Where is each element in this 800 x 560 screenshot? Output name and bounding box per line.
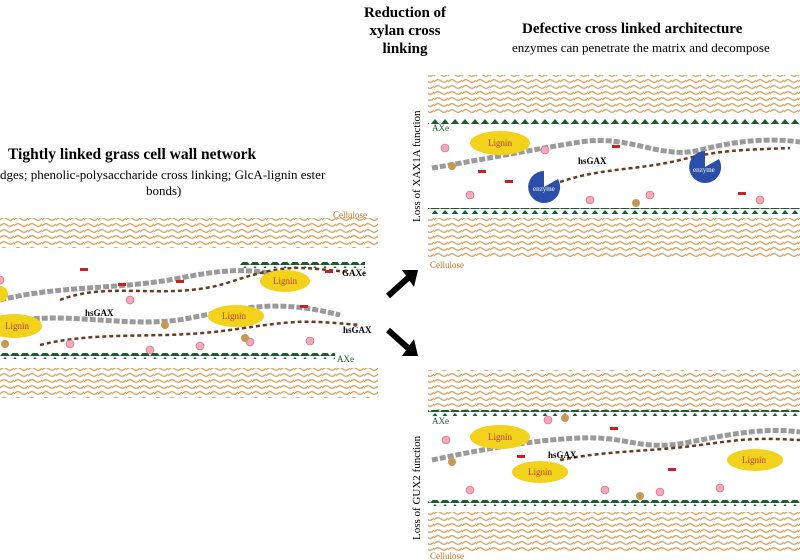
bottom-right-side-label: Loss of GUX2 function bbox=[411, 435, 423, 540]
left-lignin-label-1: Lignin bbox=[5, 321, 29, 331]
right-subtitle: enzymes can penetrate the matrix and dec… bbox=[512, 40, 770, 55]
left-green-band-top bbox=[240, 262, 365, 268]
top-right-cellulose-top bbox=[428, 75, 800, 115]
bottom-right-lignin-label-3: Lignin bbox=[742, 455, 766, 465]
left-hsgax-label-1: hsGAX bbox=[85, 308, 114, 318]
left-panel: Cellulose GAXe hsGAX hsGAX AXe Lignin Li… bbox=[0, 210, 378, 398]
enzyme-2-icon bbox=[689, 151, 722, 183]
bottom-right-lignin-label-2: Lignin bbox=[528, 467, 552, 477]
top-right-cellulose-label: Cellulose bbox=[430, 260, 464, 270]
arrow-down-right-icon bbox=[385, 327, 418, 356]
top-right-lignin-label: Lignin bbox=[488, 138, 512, 148]
left-cellulose-top bbox=[0, 218, 378, 248]
left-axe-label: AXe bbox=[337, 354, 354, 364]
lignin-blob-left-1 bbox=[0, 314, 42, 338]
top-right-red-marks bbox=[478, 145, 746, 195]
top-right-enzyme-label-2: enzyme bbox=[693, 166, 715, 174]
bottom-right-tan-markers bbox=[448, 414, 644, 500]
lignin-blob-top-right bbox=[470, 131, 530, 155]
lignin-blob-left-3 bbox=[260, 270, 310, 292]
top-right-enzyme-label-1: enzyme bbox=[533, 185, 555, 193]
top-right-cellulose-bottom bbox=[428, 218, 800, 258]
top-right-brown-chain bbox=[559, 146, 791, 184]
left-cellulose-label: Cellulose bbox=[333, 210, 367, 220]
lignin-blob-left-2 bbox=[208, 305, 264, 327]
top-right-side-label: Loss of XAX1A function bbox=[411, 110, 423, 222]
top-right-green-band-top bbox=[428, 118, 800, 124]
left-brown-chain-2 bbox=[39, 320, 361, 347]
left-tan-markers bbox=[1, 321, 249, 348]
bottom-right-hsgax-label: hsGAX bbox=[548, 450, 577, 460]
left-panel-subtitle-line-1: dges; phenolic-polysaccharide cross link… bbox=[0, 167, 326, 182]
arrow-up-right-icon bbox=[385, 270, 418, 299]
left-hsgax-label-2: hsGAX bbox=[343, 325, 372, 335]
lignin-blob-bottom-right-3 bbox=[727, 449, 783, 471]
lignin-blob-left-4 bbox=[0, 286, 8, 302]
left-lignin-label-2: Lignin bbox=[222, 311, 246, 321]
bottom-right-lignin-label-1: Lignin bbox=[488, 432, 512, 442]
left-pink-markers bbox=[0, 275, 315, 355]
lignin-blob-bottom-right-1 bbox=[470, 425, 530, 449]
middle-title-line-1: Reduction of bbox=[363, 5, 447, 21]
left-panel-title: Tightly linked grass cell wall network bbox=[8, 146, 257, 163]
top-right-pink-markers bbox=[440, 143, 765, 205]
bottom-right-pink-markers bbox=[441, 415, 725, 497]
bottom-right-green-band-top bbox=[428, 410, 800, 416]
middle-title-line-2: xylan cross bbox=[369, 23, 441, 39]
bottom-right-panel: Loss of GUX2 function AXe Lignin Lignin … bbox=[411, 370, 800, 560]
arrows bbox=[385, 270, 418, 356]
lignin-blob-bottom-right-2 bbox=[512, 461, 568, 483]
left-grey-chain-1 bbox=[0, 268, 301, 303]
bottom-right-cellulose-label: Cellulose bbox=[430, 551, 464, 560]
top-right-grey-chain bbox=[431, 137, 800, 171]
left-grey-chain-2 bbox=[9, 303, 341, 325]
bottom-right-brown-chain bbox=[559, 437, 800, 462]
top-right-panel: Loss of XAX1A function AXe Lignin hsGA bbox=[411, 75, 800, 270]
bottom-right-red-marks bbox=[517, 427, 676, 471]
top-right-hsgax-label: hsGAX bbox=[578, 156, 607, 166]
bottom-right-green-band-bottom bbox=[428, 500, 800, 506]
right-title: Defective cross linked architecture bbox=[522, 21, 743, 37]
bottom-right-axe-label: AXe bbox=[432, 416, 449, 426]
left-brown-chain-1 bbox=[59, 266, 351, 302]
left-panel-subtitle-line-2: bonds) bbox=[146, 183, 182, 198]
bottom-right-cellulose-top bbox=[428, 370, 800, 410]
left-red-marks bbox=[80, 268, 333, 308]
middle-title-line-3: linking bbox=[382, 41, 428, 57]
left-lignin-label-3: Lignin bbox=[273, 276, 297, 286]
middle-title: Reduction of xylan cross linking bbox=[350, 4, 460, 58]
left-cellulose-bottom bbox=[0, 368, 378, 398]
top-right-tan-markers bbox=[448, 162, 640, 207]
left-green-band-bottom bbox=[0, 353, 335, 359]
top-right-green-band-bottom bbox=[428, 208, 800, 214]
top-right-axe-label: AXe bbox=[432, 123, 449, 133]
left-gaxe-label: GAXe bbox=[342, 268, 366, 278]
enzyme-1-icon bbox=[528, 171, 561, 203]
bottom-right-cellulose-bottom bbox=[428, 512, 800, 552]
